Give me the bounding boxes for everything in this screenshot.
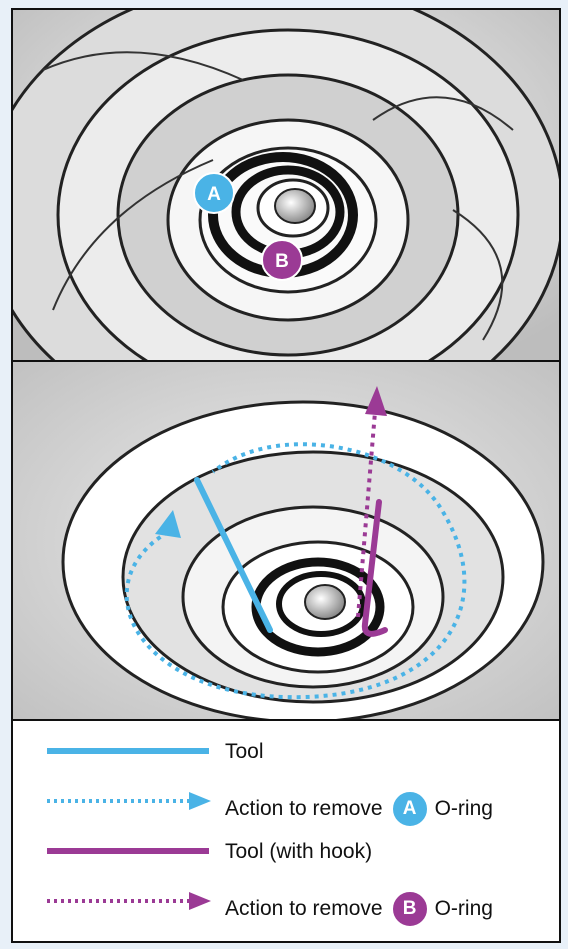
callout-b: B [261,239,303,281]
top-illustration: A B [13,10,559,360]
callout-b-label: B [275,251,289,272]
legend-item-action-a: Action to remove A O-ring [13,781,559,828]
callout-a-label: A [207,184,221,205]
legend-item-tool-hook: Tool (with hook) [13,831,559,871]
legend-text-tool-hook: Tool (with hook) [225,840,373,863]
callout-a: A [193,172,235,214]
legend-solid-blue-line [47,748,209,754]
legend-text-action-a: Action to remove [225,797,383,820]
panel-divider [13,719,559,721]
tool-a-line [194,477,273,633]
panel-divider [13,360,559,362]
legend-badge-a: A [390,790,429,828]
diagram-frame: A B [11,8,561,943]
legend-text-tool: Tool [225,740,264,763]
legend-item-action-b: Action to remove B O-ring [13,881,559,928]
legend-solid-purple-line [47,848,209,854]
legend-text-action-b: Action to remove [225,897,383,920]
legend-badge-b: B [390,890,429,928]
legend-text-o-ring-b: O-ring [434,897,493,920]
legend-item-tool: Tool [13,731,559,771]
tool-b-line [361,499,388,637]
legend-dotted-purple-arrow [47,892,211,910]
action-a-path [124,442,467,700]
action-b-path [356,411,377,618]
action-b-arrowhead [365,386,387,416]
legend-dotted-blue-arrow [47,792,211,810]
legend: Tool Action to remove A O-ring Tool (wit… [13,721,559,941]
legend-text-o-ring-a: O-ring [434,797,493,820]
action-a-arrowhead [155,510,181,538]
bottom-illustration [13,362,559,719]
